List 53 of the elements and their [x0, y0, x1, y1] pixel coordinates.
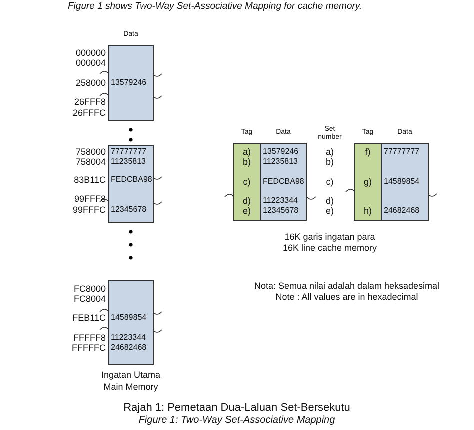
tag-label: b)	[243, 157, 251, 167]
set-label: e)	[326, 206, 334, 216]
address-label: FEB11C	[72, 313, 106, 323]
tag-label: h)	[364, 206, 372, 216]
data-value: 77777777	[384, 147, 420, 157]
cache-caption: 16K line cache memory	[282, 243, 378, 253]
address-label: 99FFFC	[72, 205, 106, 215]
data-value: 13579246	[111, 78, 147, 88]
data-value: 12345678	[263, 206, 299, 216]
set-label: a)	[326, 147, 334, 157]
title: Figure 1 shows Two-Way Set-Associative Mapping for cache memory.	[68, 2, 362, 12]
data-value: 14589854	[384, 177, 420, 187]
figure-caption: Figure 1: Two-Way Set-Associative Mapping	[138, 416, 336, 426]
data-value: 11235813	[263, 157, 298, 167]
set-label: c)	[326, 177, 334, 187]
data-value: 24682468	[111, 343, 147, 353]
memory-caption: Ingatan Utama	[101, 370, 161, 380]
data-value: 11223344	[111, 333, 146, 343]
address-label: 758000	[76, 147, 106, 157]
data-value: 11235813	[111, 157, 146, 167]
data-value: 77777777	[111, 147, 147, 157]
data-value: 11223344	[263, 196, 298, 206]
data-value: 14589854	[111, 313, 147, 323]
cache-caption: 16K garis ingatan para	[284, 232, 376, 242]
address-label: 000000	[76, 48, 106, 58]
address-label: 258000	[76, 78, 106, 88]
tag-label: c)	[243, 177, 251, 187]
address-label: FFFFF8	[74, 333, 106, 343]
address-label: 000004	[76, 58, 106, 68]
memory-caption: Main Memory	[104, 382, 158, 392]
tag-label: g)	[364, 177, 372, 187]
address-label: FFFFFC	[72, 343, 106, 353]
tag-label: a)	[243, 147, 251, 157]
figure-caption: Rajah 1: Pemetaan Dua-Laluan Set-Bersekutu	[124, 403, 350, 413]
address-label: 26FFF8	[74, 97, 106, 107]
note-text: Note : All values are in hexadecimal	[276, 292, 418, 302]
address-label: 758004	[76, 157, 106, 167]
data-value: FEDCBA98	[263, 177, 304, 187]
address-label: FC8004	[74, 294, 106, 304]
data-value: 13579246	[263, 147, 299, 157]
data-value: FEDCBA98	[111, 175, 152, 185]
set-label: d)	[326, 196, 334, 206]
data-value: 12345678	[111, 205, 147, 215]
data-value: 24682468	[384, 206, 420, 216]
address-label: 26FFFC	[72, 108, 106, 118]
address-label: 99FFF8	[74, 194, 106, 204]
note-text: Nota: Semua nilai adalah dalam heksadesimal	[254, 281, 440, 291]
tag-label: e)	[243, 206, 251, 216]
tag-label: d)	[243, 196, 251, 206]
set-label: b)	[326, 157, 334, 167]
tag-label: f)	[365, 147, 371, 157]
address-label: 83B11C	[74, 175, 106, 185]
address-label: FC8000	[74, 284, 106, 294]
